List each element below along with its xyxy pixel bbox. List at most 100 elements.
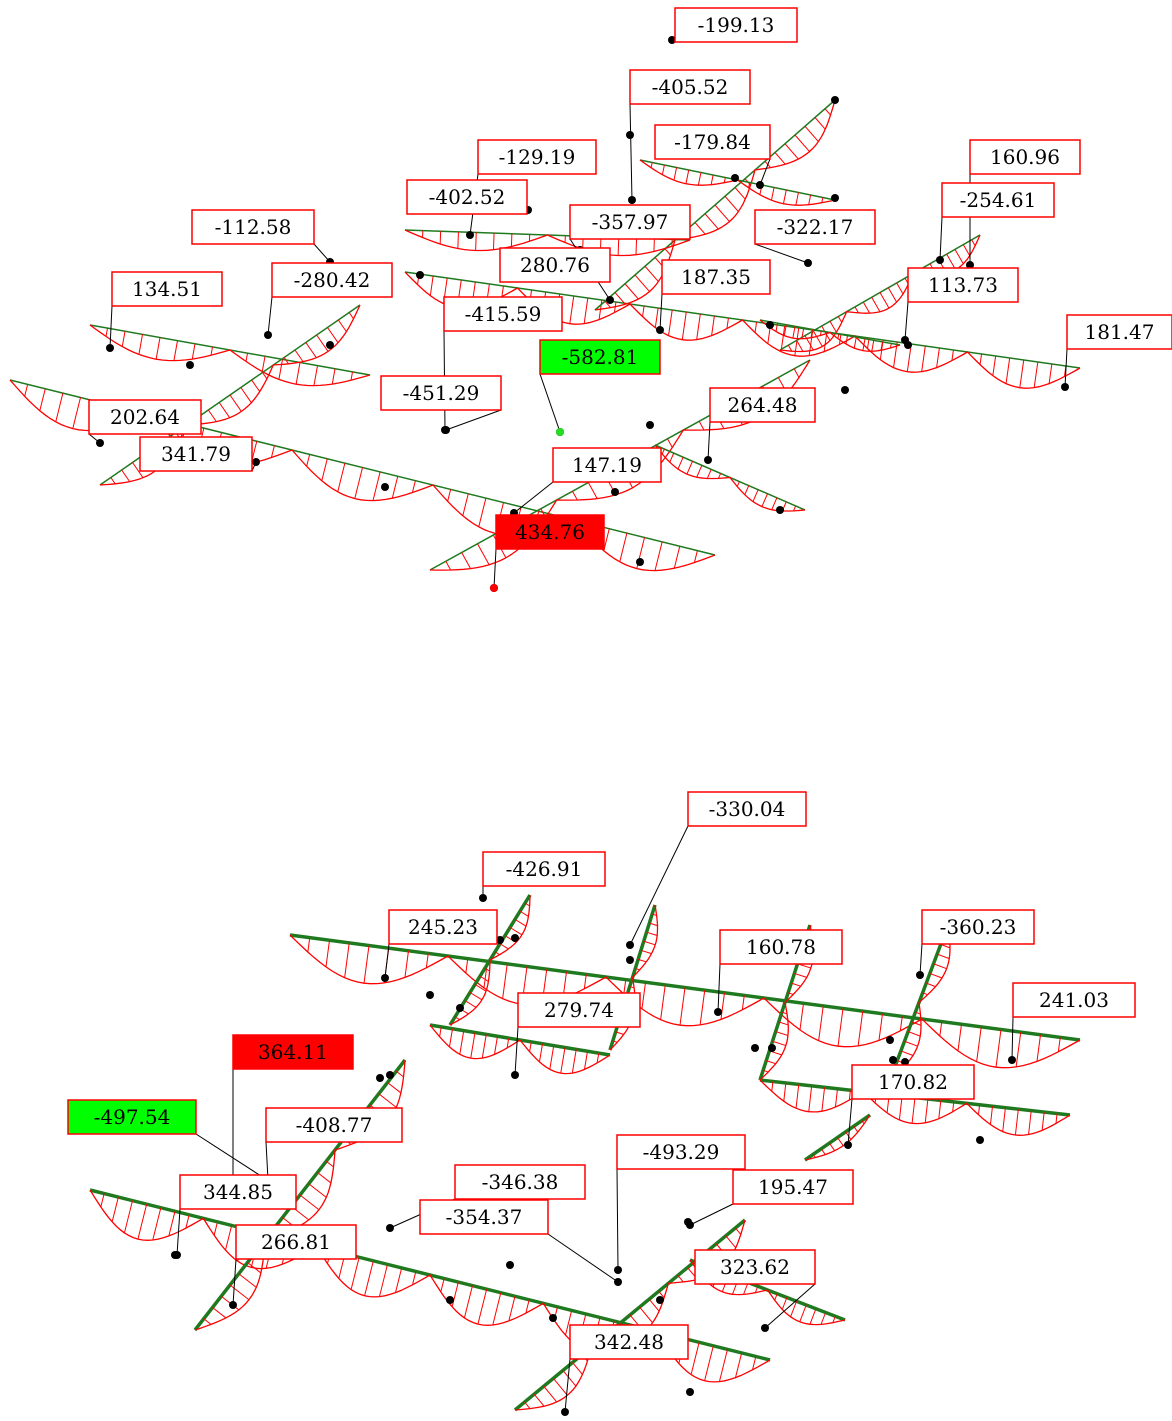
moment-hatch — [799, 1003, 804, 1030]
moment-hatch — [648, 1298, 660, 1312]
moment-hatch — [1036, 1034, 1041, 1062]
moment-hatch — [1014, 1109, 1019, 1136]
moment-hatch — [654, 541, 663, 571]
moment-hatch — [693, 550, 698, 563]
node-point — [704, 456, 712, 464]
moment-hatch — [744, 485, 750, 495]
moment-hatch — [524, 1401, 531, 1409]
node-point — [511, 934, 519, 942]
moment-hatch — [391, 476, 399, 499]
moment-hatch — [152, 1207, 162, 1241]
moment-hatch — [718, 473, 722, 479]
moment-hatch — [723, 177, 726, 183]
value-label-box — [271, 262, 393, 298]
value-label-box — [969, 139, 1081, 175]
moment-hatch — [857, 1011, 864, 1046]
node-point — [173, 1251, 181, 1259]
node-point — [776, 506, 784, 514]
moment-hatch — [661, 448, 665, 455]
moment-hatch — [644, 265, 659, 282]
node-point — [416, 271, 424, 279]
moment-hatch — [1055, 1113, 1058, 1124]
moment-hatch — [696, 465, 703, 478]
moment-hatch — [838, 333, 842, 345]
moment-hatch — [679, 987, 686, 1026]
moment-hatch — [871, 340, 875, 352]
moment-hatch — [725, 1235, 737, 1249]
moment-hatch — [477, 543, 490, 566]
node-point — [841, 386, 849, 394]
moment-hatch — [711, 315, 715, 336]
value-label: -426.91 — [506, 857, 583, 881]
node-point — [976, 1136, 984, 1144]
moment-hatch — [617, 237, 620, 256]
moment-hatch — [781, 1011, 788, 1015]
moment-hatch — [240, 387, 252, 403]
moment-hatch — [395, 1267, 403, 1293]
value-label-box — [694, 1249, 816, 1285]
moment-hatch — [939, 1021, 943, 1037]
node-point — [761, 1324, 769, 1332]
moment-curve — [429, 1024, 611, 1075]
node-point — [479, 894, 487, 902]
node-point — [751, 1044, 759, 1052]
moment-hatch — [1002, 1107, 1006, 1132]
value-label: 323.62 — [720, 1255, 790, 1279]
node-point — [611, 488, 619, 496]
value-label-box — [88, 399, 202, 435]
node-point — [686, 1221, 694, 1229]
moment-hatch — [735, 1227, 742, 1235]
value-label: 280.76 — [520, 253, 590, 277]
moment-hatch — [634, 274, 650, 292]
value-label-box — [629, 69, 751, 105]
moment-hatch — [508, 1296, 516, 1322]
moment-hatch — [642, 305, 645, 317]
moment-hatch — [946, 253, 957, 271]
bottom-moment-diagram: -330.04-426.91245.23-360.23160.78241.032… — [67, 791, 1136, 1416]
moment-hatch — [896, 282, 904, 295]
moment-hatch — [936, 953, 950, 960]
moment-hatch — [137, 1204, 148, 1240]
value-label: 341.79 — [161, 442, 231, 466]
moment-hatch — [457, 231, 459, 249]
moment-hatch — [218, 402, 231, 418]
moment-hatch — [661, 164, 665, 175]
moment-hatch — [681, 311, 687, 340]
moment-hatch — [734, 187, 746, 200]
moment-hatch — [781, 1297, 788, 1310]
moment-hatch — [294, 349, 304, 362]
moment-hatch — [459, 1030, 465, 1055]
moment-hatch — [55, 393, 64, 422]
value-label-box — [111, 271, 223, 307]
moment-hatch — [132, 462, 144, 478]
moment-hatch — [899, 1016, 903, 1031]
moment-hatch — [105, 328, 108, 337]
moment-curve — [404, 229, 691, 257]
node-point — [936, 256, 944, 264]
moment-hatch — [583, 297, 589, 324]
value-label-box — [539, 339, 661, 375]
moment-hatch — [754, 321, 758, 333]
node-point — [606, 296, 614, 304]
moment-hatch — [560, 1047, 566, 1074]
moment-hatch — [694, 222, 706, 235]
moment-curve — [609, 904, 659, 1051]
moment-hatch — [818, 1005, 824, 1041]
value-label-box — [709, 387, 816, 423]
moment-hatch — [704, 213, 719, 230]
moment-hatch — [1015, 1032, 1022, 1067]
moment-hatch — [685, 169, 690, 184]
moment-hatch — [100, 1193, 105, 1208]
node-point — [804, 259, 812, 267]
moment-hatch — [185, 1214, 190, 1229]
node-point — [626, 131, 634, 139]
value-label: 364.11 — [258, 1040, 328, 1064]
moment-hatch — [552, 1378, 568, 1396]
moment-hatch — [364, 1260, 374, 1296]
moment-hatch — [878, 1013, 883, 1041]
node-point — [96, 439, 104, 447]
moment-hatch — [501, 285, 504, 297]
moment-hatch — [772, 1040, 786, 1047]
moment-hatch — [451, 1281, 459, 1307]
